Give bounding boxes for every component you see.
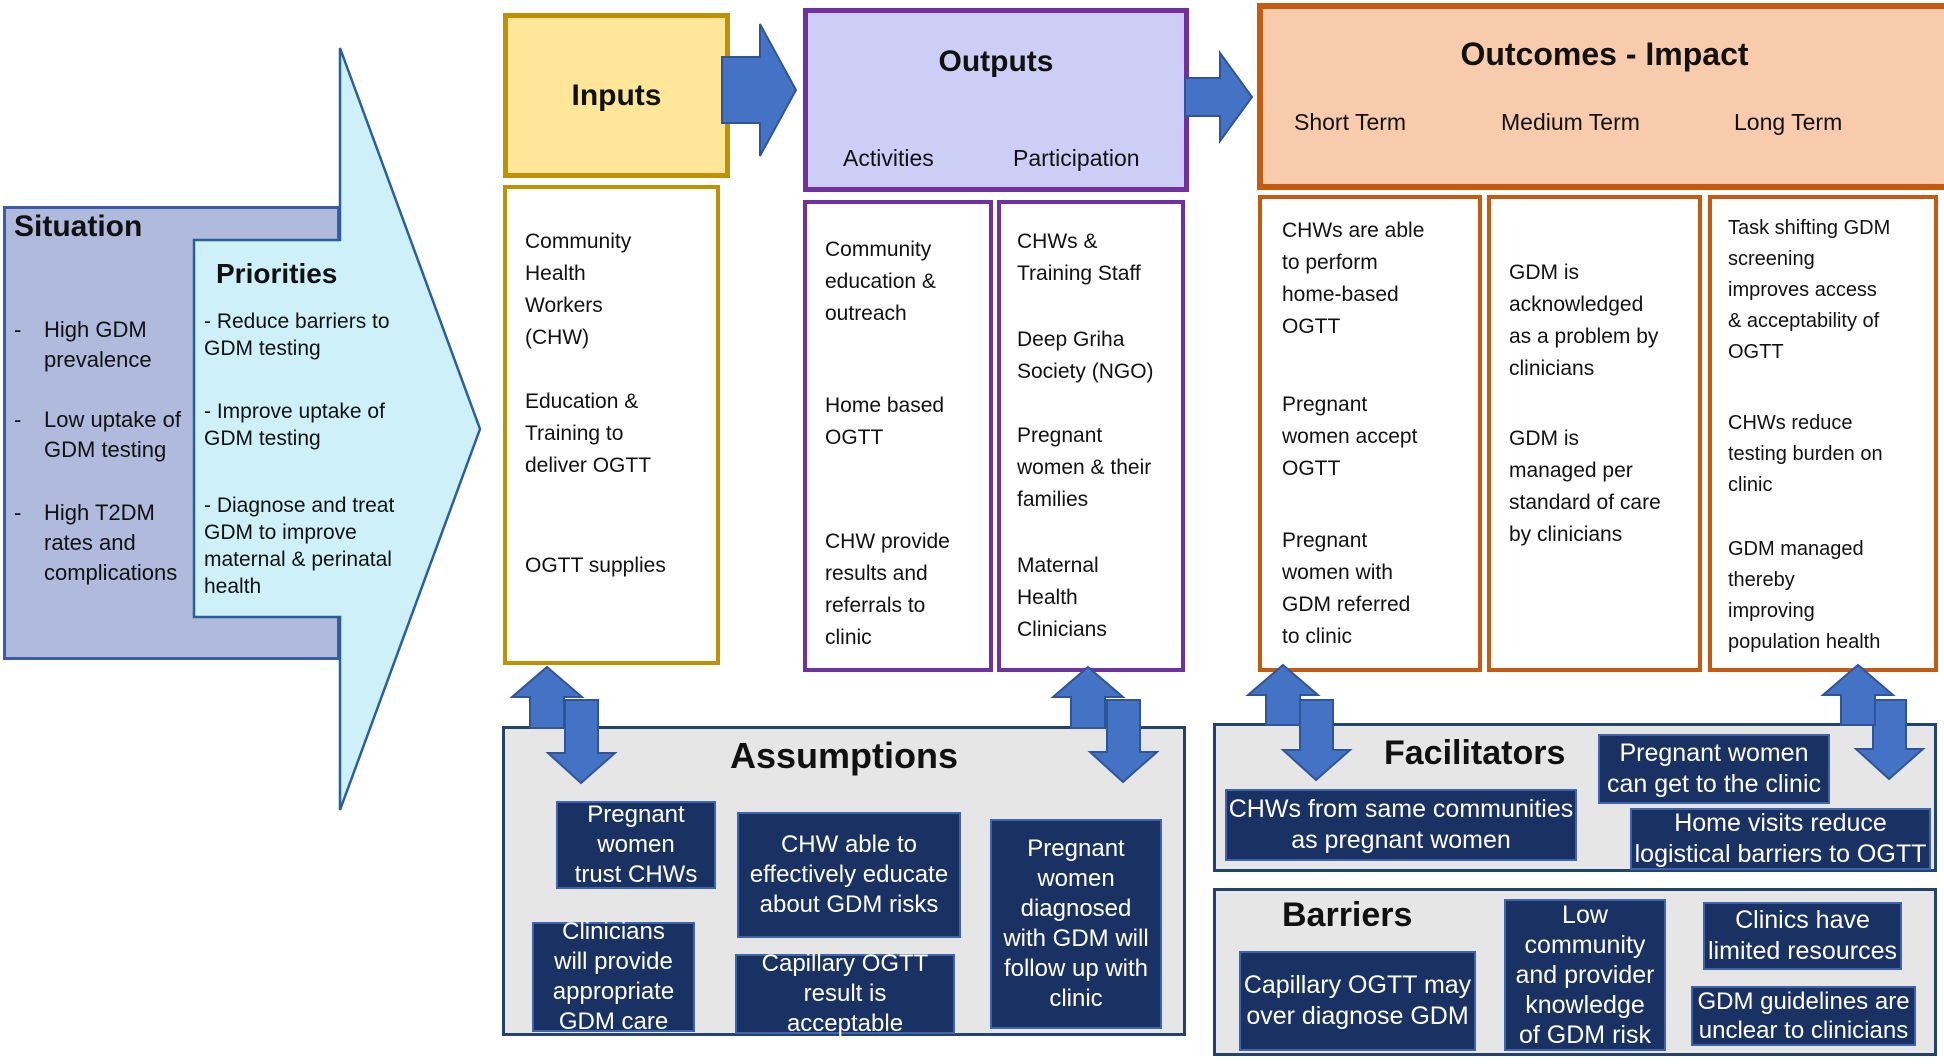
participation-content-box: CHWs & Training Staff Deep Griha Society… (997, 200, 1185, 672)
outcomes-short-label: Short Term (1294, 109, 1407, 135)
barrier-box: GDM guidelines are unclear to clinicians (1691, 986, 1916, 1046)
medium-term-content-box: GDM is acknowledged as a problem by clin… (1487, 195, 1702, 672)
situation-item: - Low uptake of GDM testing (14, 405, 200, 465)
situation-list: - High GDM prevalence - Low uptake of GD… (14, 315, 200, 588)
participation-item: Deep Griha Society (NGO) (1017, 328, 1154, 383)
medium-term-item: GDM is managed per standard of care by c… (1509, 427, 1661, 546)
long-term-item: Task shifting GDM screening improves acc… (1728, 217, 1891, 363)
facilitators-panel: Facilitators CHWs from same communities … (1213, 723, 1937, 872)
outputs-activities-label: Activities (843, 145, 934, 171)
outputs-title: Outputs (938, 45, 1054, 78)
participation-item: Maternal Health Clinicians (1017, 554, 1107, 641)
barriers-panel: Barriers Capillary OGTT may over diagnos… (1213, 888, 1937, 1056)
outcomes-medium-label: Medium Term (1501, 109, 1640, 135)
activities-item: Community education & outreach (825, 238, 936, 325)
long-term-content-box: Task shifting GDM screening improves acc… (1708, 195, 1938, 672)
barrier-box: Capillary OGTT may over diagnose GDM (1239, 951, 1476, 1051)
barriers-title: Barriers (1282, 896, 1413, 934)
situation-item: - High GDM prevalence (14, 315, 200, 375)
situation-title: Situation (14, 210, 143, 243)
priorities-item: - Diagnose and treat GDM to improve mate… (204, 494, 395, 598)
barrier-box: Low community and provider knowledge of … (1504, 899, 1666, 1051)
situation-item: - High T2DM rates and complications (14, 498, 200, 588)
participation-item: Pregnant women & their families (1017, 424, 1152, 511)
long-term-item: CHWs reduce testing burden on clinic (1728, 412, 1883, 496)
facilitators-title: Facilitators (1384, 734, 1566, 772)
situation-item-text: Low uptake of GDM testing (44, 407, 181, 462)
inputs-item: Community Health Workers (CHW) (525, 230, 632, 349)
priorities-big-arrow (192, 47, 482, 811)
assumption-box: Pregnant women diagnosed with GDM will f… (990, 819, 1162, 1029)
bullet-dash: - (14, 317, 22, 342)
inputs-item: OGTT supplies (525, 554, 666, 577)
short-term-item: Pregnant women accept OGTT (1282, 393, 1418, 480)
priorities-list: - Reduce barriers to GDM testing - Impro… (204, 308, 454, 600)
assumption-box: Clinicians will provide appropriate GDM … (532, 918, 695, 1035)
assumptions-panel: Assumptions Pregnant women trust CHWs CH… (502, 726, 1186, 1037)
priorities-item: - Reduce barriers to GDM testing (204, 310, 390, 360)
outcomes-header: Outcomes - Impact Short Term Medium Term… (1257, 3, 1944, 190)
facilitator-box: Pregnant women can get to the clinic (1598, 734, 1830, 804)
priorities-item: - Improve uptake of GDM testing (204, 400, 385, 450)
outputs-participation-label: Participation (1013, 145, 1140, 171)
outcomes-title: Outcomes - Impact (1460, 36, 1749, 72)
long-term-item: GDM managed thereby improving population… (1728, 538, 1881, 653)
activities-content-box: Community education & outreach Home base… (803, 200, 993, 672)
assumption-box: CHW able to effectively educate about GD… (737, 812, 961, 938)
bullet-dash: - (14, 407, 22, 432)
inputs-header: Inputs (503, 13, 730, 178)
short-term-content-box: CHWs are able to perform home-based OGTT… (1258, 195, 1482, 672)
assumptions-title: Assumptions (729, 735, 959, 776)
facilitator-box: CHWs from same communities as pregnant w… (1225, 789, 1577, 861)
outcomes-long-label: Long Term (1734, 109, 1843, 135)
priorities-title: Priorities (216, 258, 338, 289)
inputs-item: Education & Training to deliver OGTT (525, 390, 652, 477)
outputs-header: Outputs Activities Participation (803, 8, 1189, 192)
facilitator-box: Home visits reduce logistical barriers t… (1630, 808, 1931, 870)
situation-item-text: High GDM prevalence (44, 317, 152, 372)
inputs-title: Inputs (571, 78, 662, 112)
bullet-dash: - (14, 500, 22, 525)
situation-item-text: High T2DM rates and complications (44, 500, 178, 585)
barrier-box: Clinics have limited resources (1703, 902, 1902, 970)
participation-item: CHWs & Training Staff (1017, 230, 1141, 285)
activities-item: CHW provide results and referrals to cli… (825, 530, 950, 649)
activities-item: Home based OGTT (825, 394, 945, 449)
medium-term-item: GDM is acknowledged as a problem by clin… (1509, 261, 1659, 380)
inputs-content-box: Community Health Workers (CHW) Education… (503, 185, 720, 665)
short-term-item: Pregnant women with GDM referred to clin… (1282, 529, 1411, 648)
short-term-item: CHWs are able to perform home-based OGTT (1282, 219, 1425, 338)
assumption-box: Capillary OGTT result is acceptable (735, 950, 955, 1037)
assumption-box: Pregnant women trust CHWs (556, 801, 716, 889)
